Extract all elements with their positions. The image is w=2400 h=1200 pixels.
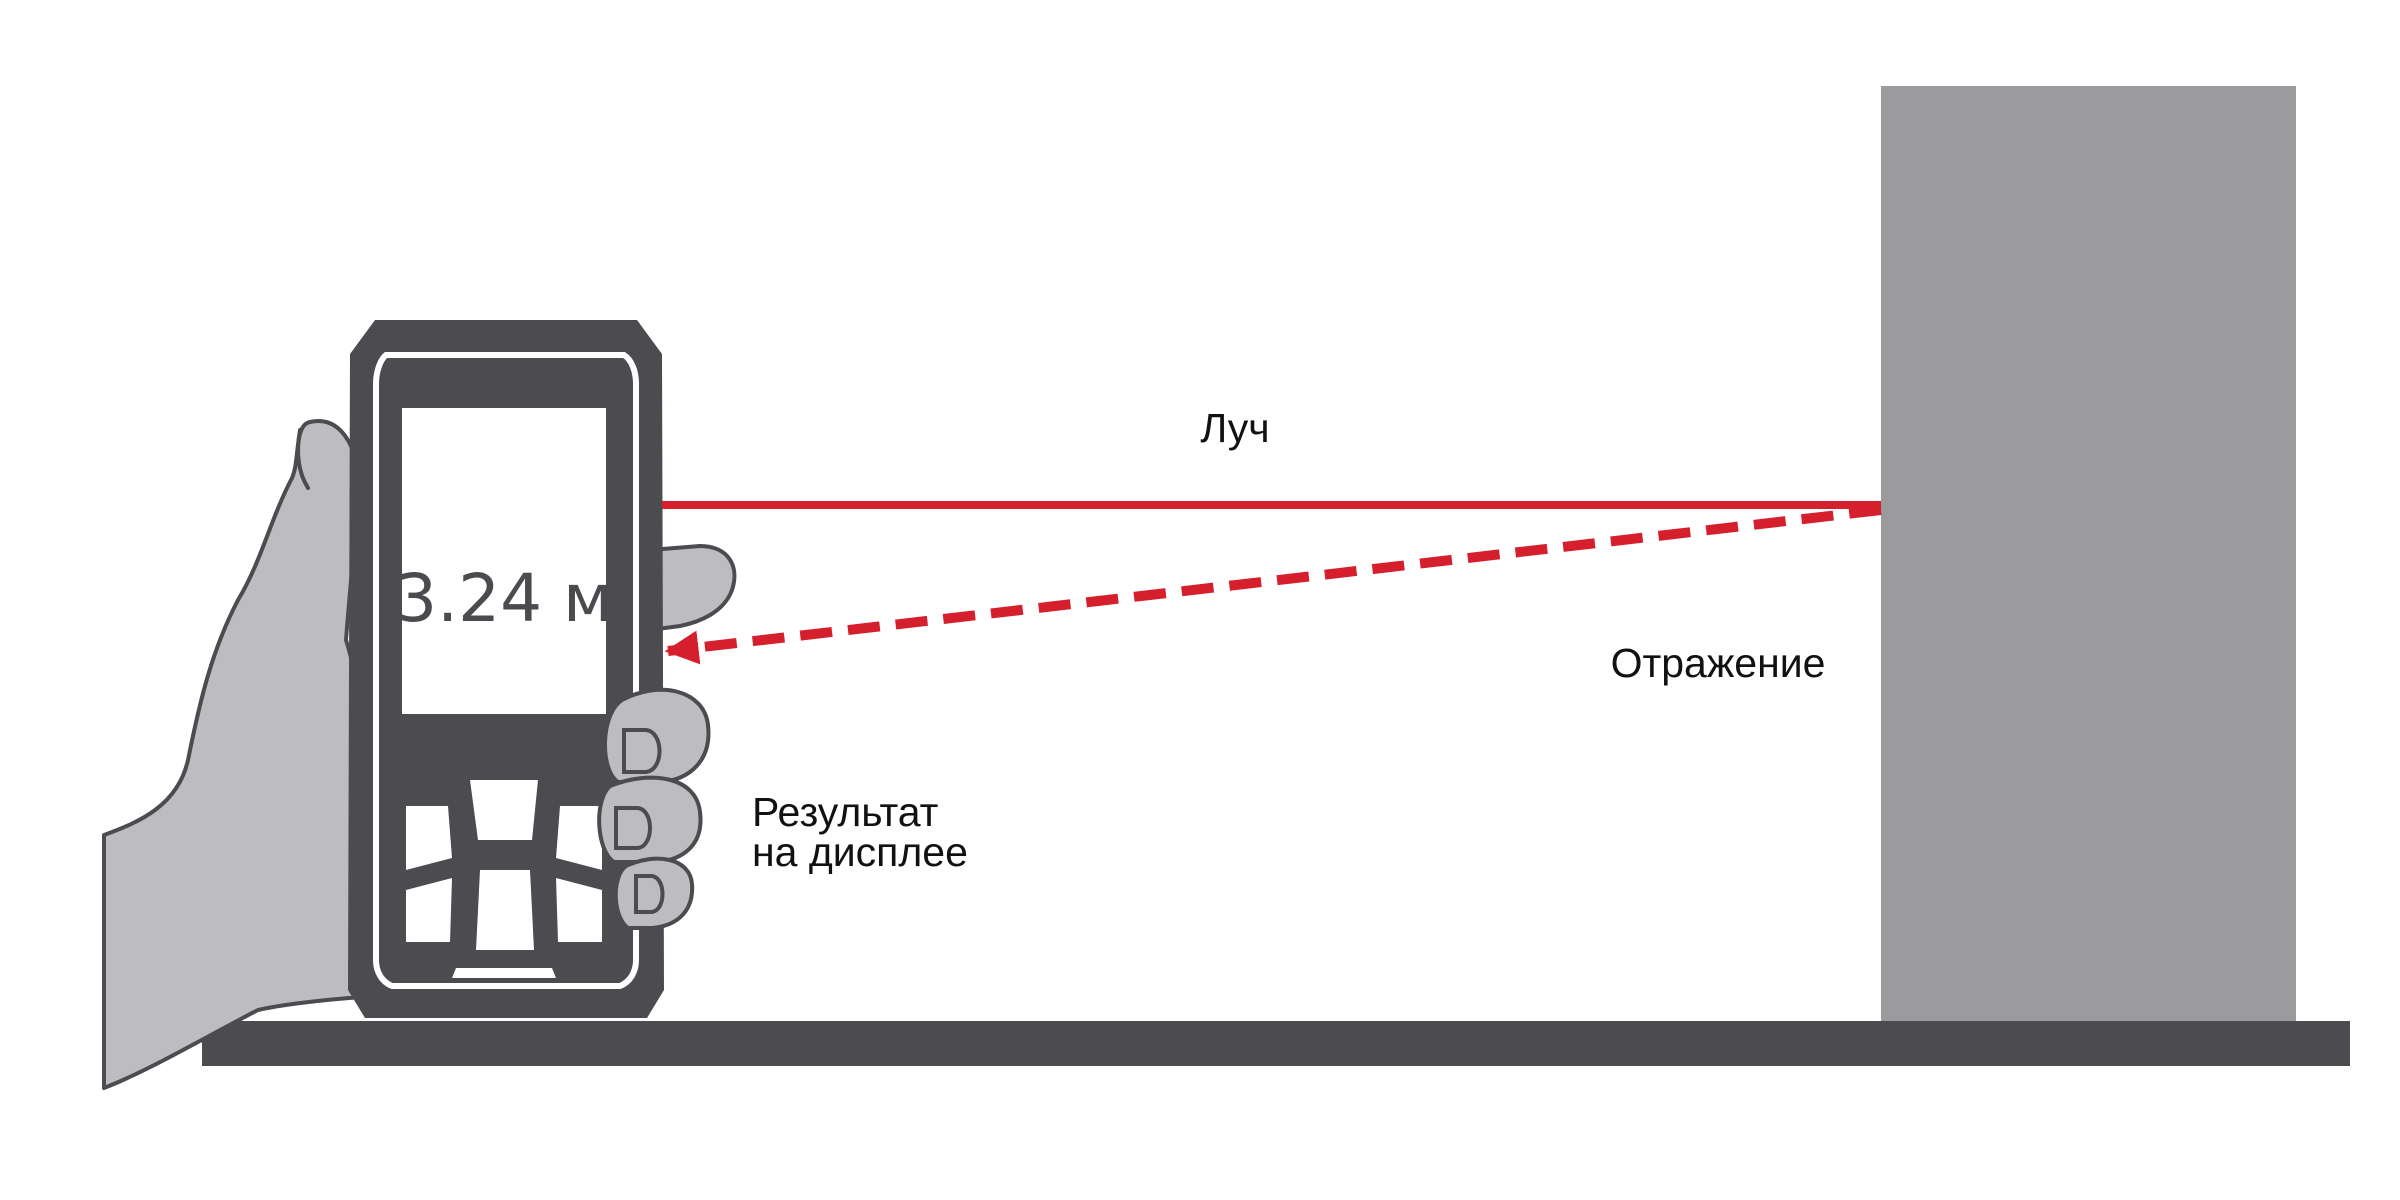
result-label-line1: Результат [752, 789, 939, 835]
floor [202, 1021, 2350, 1066]
reflection-label: Отражение [1611, 640, 1826, 686]
thumb-nail [296, 428, 310, 490]
middle-fingernail [622, 728, 662, 774]
distance-readout: 3.24 м [395, 560, 613, 637]
result-label-line2: на дисплее [752, 829, 968, 875]
reflection-line [664, 505, 1882, 665]
laser-meter: 3.24 м [348, 320, 664, 1018]
key-left-upper [406, 806, 452, 870]
hand-palm [102, 419, 371, 1090]
fingers-front [597, 687, 711, 930]
ring-fingernail [614, 806, 652, 850]
device-screen [402, 408, 606, 714]
key-left-lower [406, 878, 452, 942]
key-top-center [470, 780, 538, 840]
keypad [406, 780, 602, 978]
device-inner-frame [373, 352, 639, 989]
key-right-upper [556, 806, 602, 870]
little-fingernail [634, 874, 665, 914]
key-center-lower [476, 870, 534, 950]
beam-label: Луч [1200, 405, 1269, 451]
key-right-lower [556, 878, 602, 942]
key-bottom-bar [452, 968, 556, 978]
hand [102, 419, 737, 1090]
index-finger [648, 544, 737, 632]
wall [1881, 86, 2296, 1025]
